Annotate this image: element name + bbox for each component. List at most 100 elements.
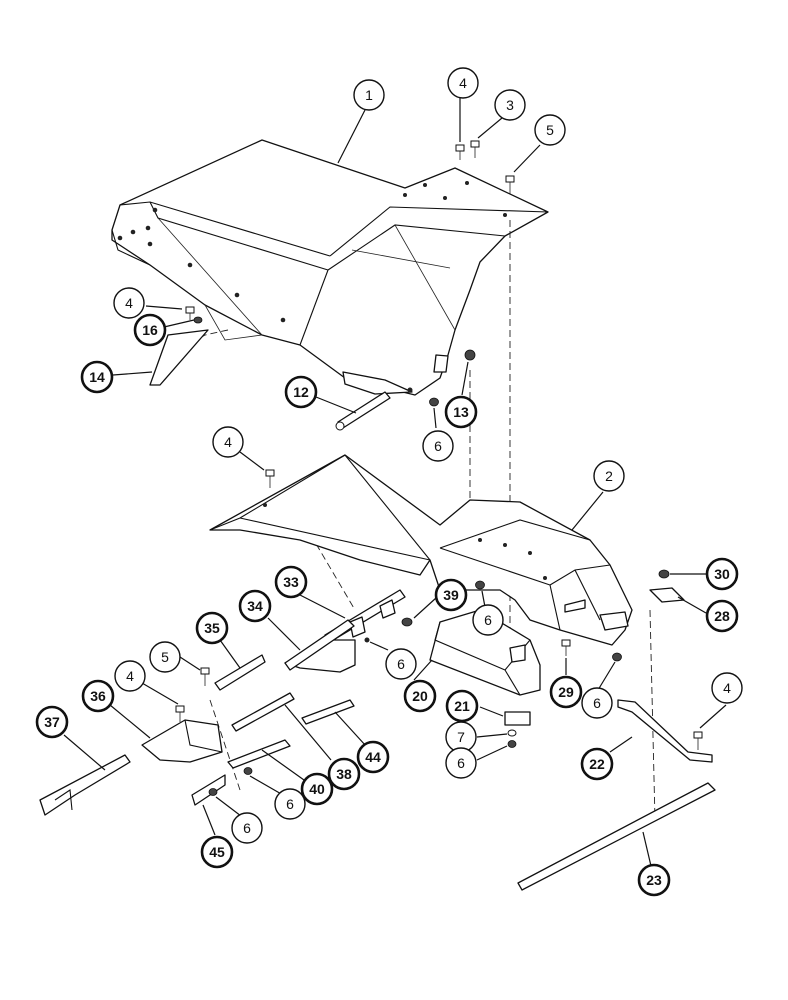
callout-4: 4	[114, 660, 146, 692]
callout-5: 5	[149, 641, 181, 673]
bolt-hardware	[265, 469, 275, 488]
svg-text:13: 13	[453, 404, 469, 420]
svg-text:3: 3	[506, 97, 514, 113]
bolt-hardware	[693, 731, 703, 750]
plate-part	[649, 587, 685, 603]
svg-text:6: 6	[286, 796, 294, 812]
svg-text:20: 20	[412, 688, 428, 704]
callout-36: 36	[81, 679, 115, 713]
nut-hardware	[507, 740, 517, 748]
strip-part	[227, 739, 291, 769]
svg-text:6: 6	[484, 612, 492, 628]
callout-39: 39	[434, 578, 468, 612]
leader-lines	[63, 98, 727, 867]
svg-text:4: 4	[126, 668, 134, 684]
nut-hardware	[401, 617, 413, 627]
side-plate-part	[149, 329, 209, 386]
callout-21: 21	[445, 689, 479, 723]
clip-part	[191, 774, 226, 806]
svg-text:23: 23	[646, 872, 662, 888]
callout-6: 6	[274, 788, 306, 820]
svg-text:2: 2	[605, 468, 613, 484]
svg-text:1: 1	[365, 87, 373, 103]
pin-part	[335, 391, 391, 431]
nut-hardware	[243, 767, 253, 775]
svg-text:12: 12	[293, 384, 309, 400]
nut-hardware	[429, 397, 439, 407]
callout-44: 44	[356, 740, 390, 774]
top-bolts-hardware	[455, 140, 515, 194]
svg-text:14: 14	[89, 369, 105, 385]
callout-28: 28	[705, 599, 739, 633]
svg-text:4: 4	[723, 680, 731, 696]
bolt-hardware	[561, 639, 571, 656]
callout-37: 37	[35, 705, 69, 739]
svg-text:4: 4	[459, 75, 467, 91]
svg-text:6: 6	[593, 695, 601, 711]
callout-6: 6	[385, 648, 417, 680]
svg-text:34: 34	[247, 598, 263, 614]
svg-text:35: 35	[204, 620, 220, 636]
rod-part	[231, 692, 295, 732]
svg-text:28: 28	[714, 608, 730, 624]
svg-text:4: 4	[125, 295, 133, 311]
assembly-line	[209, 699, 241, 791]
callout-6: 6	[581, 687, 613, 719]
callout-4: 4	[447, 67, 479, 99]
callout-45: 45	[200, 835, 234, 869]
nut-hardware	[475, 580, 485, 590]
svg-text:22: 22	[589, 756, 605, 772]
svg-text:6: 6	[457, 755, 465, 771]
assembly-line	[649, 609, 656, 821]
callout-4: 4	[113, 287, 145, 319]
svg-text:5: 5	[546, 122, 554, 138]
callout-38: 38	[327, 757, 361, 791]
callout-2: 2	[593, 460, 625, 492]
bolt-hardware	[185, 306, 203, 324]
callout-3: 3	[494, 89, 526, 121]
strip-part	[301, 699, 355, 725]
callout-29: 29	[549, 675, 583, 709]
callout-34: 34	[238, 589, 272, 623]
callout-6: 6	[422, 430, 454, 462]
svg-text:7: 7	[457, 729, 465, 745]
svg-text:40: 40	[309, 781, 325, 797]
svg-text:29: 29	[558, 684, 574, 700]
bar-part	[517, 782, 716, 891]
svg-text:6: 6	[397, 656, 405, 672]
callout-22: 22	[580, 747, 614, 781]
callout-1: 1	[353, 79, 385, 111]
svg-text:36: 36	[90, 688, 106, 704]
bracket-part	[617, 699, 713, 763]
svg-text:16: 16	[142, 322, 158, 338]
washer-hardware	[507, 729, 517, 737]
strip-part	[214, 654, 266, 691]
bracket-plate-part	[141, 719, 223, 763]
callout-4: 4	[212, 426, 244, 458]
nut-hardware	[658, 569, 670, 579]
callout-14: 14	[80, 360, 114, 394]
svg-text:6: 6	[243, 820, 251, 836]
svg-text:45: 45	[209, 844, 225, 860]
callout-6: 6	[445, 747, 477, 779]
callout-6: 6	[472, 604, 504, 636]
callout-6: 6	[231, 812, 263, 844]
plate-part	[504, 711, 531, 726]
nut-hardware	[612, 652, 622, 662]
nut-hardware	[464, 349, 476, 361]
svg-text:44: 44	[365, 749, 381, 765]
callout-35: 35	[195, 611, 229, 645]
end-plate-part	[39, 754, 131, 816]
callout-12: 12	[284, 375, 318, 409]
nut-hardware	[208, 788, 218, 796]
callout-4: 4	[711, 672, 743, 704]
svg-text:6: 6	[434, 438, 442, 454]
callout-23: 23	[637, 863, 671, 897]
callout-30: 30	[705, 557, 739, 591]
callout-5: 5	[534, 114, 566, 146]
callout-20: 20	[403, 679, 437, 713]
svg-text:39: 39	[443, 587, 459, 603]
shaft-support-part	[284, 619, 356, 673]
svg-text:38: 38	[336, 766, 352, 782]
